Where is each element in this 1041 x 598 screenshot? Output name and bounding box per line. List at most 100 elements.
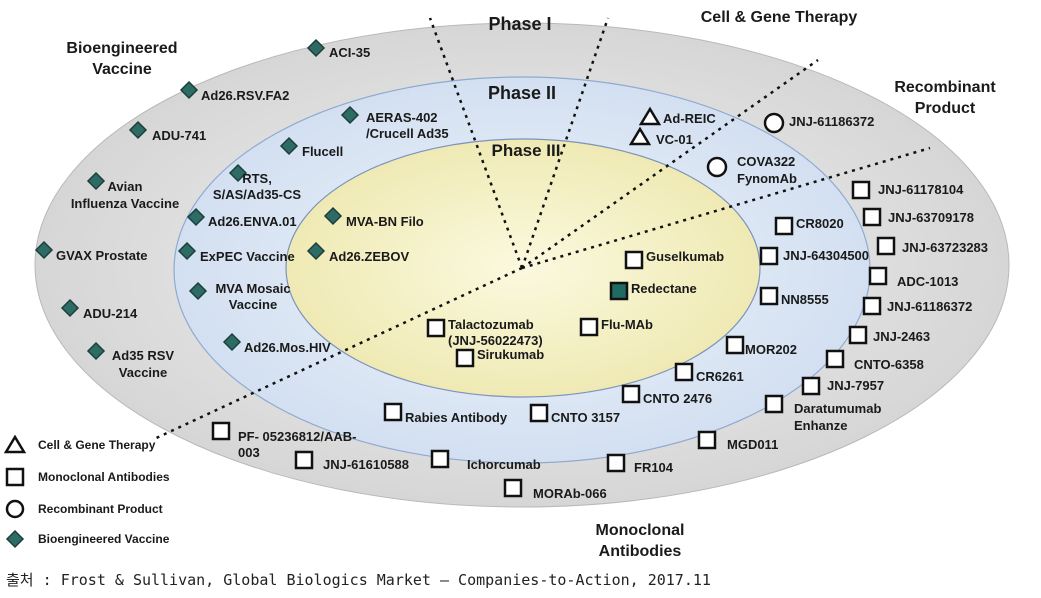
product-label: Ad35 RSV <box>112 348 174 363</box>
product-label: Daratumumab <box>794 401 881 416</box>
product-item: Ad26.RSV.FA2 <box>179 80 289 103</box>
product-item: Redectane <box>609 281 697 301</box>
diamond-icon <box>228 163 248 183</box>
product-label: Ad26.ENVA.01 <box>208 214 297 229</box>
product-label: CNTO-6358 <box>854 357 924 372</box>
product-label: Ad26.RSV.FA2 <box>201 88 289 103</box>
square-icon <box>624 250 644 270</box>
category-vaccine-line2: Vaccine <box>92 61 152 78</box>
product-label: FynomAb <box>737 171 797 186</box>
category-vaccine-line1: Bioengineered <box>66 40 177 57</box>
product-item: MORAb-066 <box>503 478 607 501</box>
product-label: Vaccine <box>119 365 167 380</box>
product-label: VC-01 <box>656 132 693 147</box>
diamond-icon <box>34 240 54 260</box>
square-icon <box>503 478 523 498</box>
product-item: ACI-35 <box>306 38 370 60</box>
product-item: JNJ-64304500 <box>759 246 869 266</box>
product-item: Flucell <box>279 136 343 159</box>
product-label: NN8555 <box>781 292 829 307</box>
product-item: JNJ-61186372 <box>862 296 972 316</box>
product-label: Influenza Vaccine <box>71 196 179 211</box>
product-label: ADU-741 <box>152 128 206 143</box>
phase-1-label: Phase I <box>488 14 551 34</box>
square-icon <box>876 236 896 256</box>
product-label: Flu-MAb <box>601 317 653 332</box>
diamond-icon <box>5 529 25 549</box>
divider-recomb-mab <box>521 146 931 270</box>
product-item: CNTO 2476 <box>621 384 712 406</box>
product-label: JNJ-7957 <box>827 378 884 393</box>
square-icon <box>430 449 450 469</box>
square-icon <box>579 317 599 337</box>
product-item: Sirukumab <box>455 347 544 368</box>
product-label: JNJ-61186372 <box>887 299 972 314</box>
circle-icon <box>706 156 728 178</box>
product-item: ADU-741 <box>128 120 206 143</box>
product-label: (JNJ-56022473) <box>448 333 543 348</box>
legend-label: Bioengineered Vaccine <box>38 532 170 546</box>
product-item: JNJ-61186372 <box>763 112 874 134</box>
product-item: MGD011 <box>697 430 778 452</box>
diamond-icon <box>128 120 148 140</box>
product-label: JNJ-64304500 <box>783 248 869 263</box>
product-label: CR8020 <box>796 216 844 231</box>
product-item: CNTO-6358 <box>825 349 924 372</box>
square-icon <box>759 246 779 266</box>
product-item: JNJ-61178104 <box>851 180 964 200</box>
square-icon <box>764 394 784 414</box>
product-item: MVA-BN Filo <box>323 206 424 229</box>
product-label: Talactozumab <box>448 317 534 332</box>
legend-item: Bioengineered Vaccine <box>5 529 170 549</box>
product-item: MOR202 <box>725 335 797 357</box>
legend-item: Cell & Gene Therapy <box>3 434 156 454</box>
product-item: CR8020 <box>774 216 844 236</box>
product-item: Guselkumab <box>624 249 724 270</box>
legend-item: Monoclonal Antibodies <box>5 467 170 487</box>
phase-3-label: Phase III <box>492 141 561 160</box>
product-item: VC-01 <box>628 126 693 147</box>
legend-item: Recombinant Product <box>5 499 163 519</box>
square-icon <box>774 216 794 236</box>
category-monoclonal-line1: Monoclonal <box>596 522 685 539</box>
diamond-icon <box>186 207 206 227</box>
product-item: JNJ-63709178 <box>862 207 974 227</box>
square-icon <box>621 384 641 404</box>
product-item: GVAX Prostate <box>34 240 148 263</box>
diamond-icon <box>306 241 326 261</box>
triangle-icon <box>638 106 662 126</box>
product-item: ExPEC Vaccine <box>177 241 295 264</box>
product-label: COVA322 <box>737 154 795 169</box>
product-label: AERAS-402 <box>366 110 438 125</box>
product-label: PF- 05236812/AAB- <box>238 429 357 444</box>
product-label: JNJ-61610588 <box>323 457 409 472</box>
product-item: JNJ-61610588 <box>294 450 409 472</box>
product-label: ADU-214 <box>83 306 138 321</box>
category-monoclonal-line2: Antibodies <box>599 543 682 560</box>
square-icon <box>862 207 882 227</box>
filled-square-icon <box>609 281 629 301</box>
product-label: JNJ-63709178 <box>888 210 974 225</box>
diamond-icon <box>188 281 208 301</box>
product-label: CNTO 2476 <box>643 391 712 406</box>
diamond-icon <box>86 341 106 361</box>
square-icon <box>725 335 745 355</box>
product-item: Ad26.ENVA.01 <box>186 207 297 229</box>
product-label: MOR202 <box>745 342 797 357</box>
product-item: ADU-214 <box>60 298 138 321</box>
product-label: Guselkumab <box>646 249 724 264</box>
square-icon <box>697 430 717 450</box>
category-recombinant-line2: Product <box>915 100 976 117</box>
product-label: Redectane <box>631 281 697 296</box>
diamond-icon <box>177 241 197 261</box>
product-label: ExPEC Vaccine <box>200 249 295 264</box>
phase-2-label: Phase II <box>488 83 556 103</box>
product-item: AERAS-402/Crucell Ad35 <box>340 105 449 141</box>
product-label: Rabies Antibody <box>405 410 508 425</box>
product-item: Ad26.ZEBOV <box>306 241 410 264</box>
product-item: Rabies Antibody <box>383 402 508 425</box>
product-label: MGD011 <box>727 437 778 452</box>
